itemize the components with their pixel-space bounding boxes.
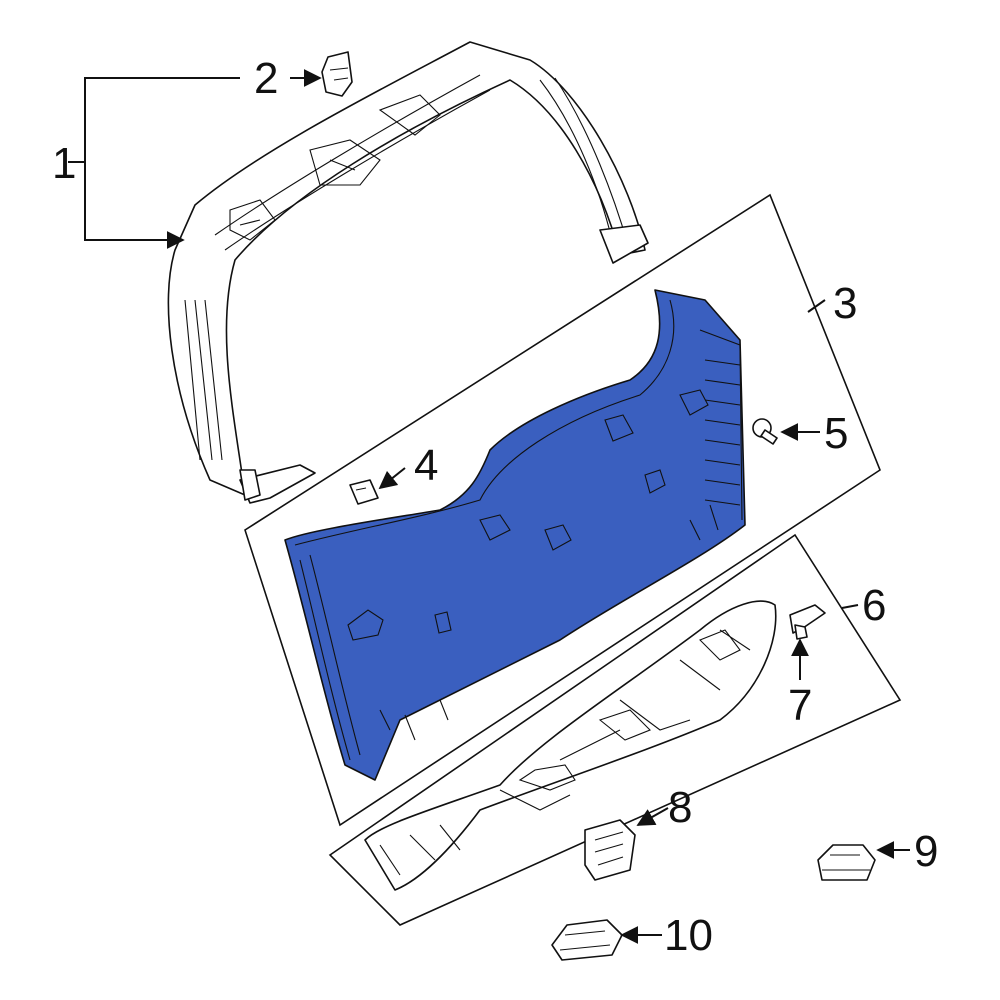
callout-labels: 1 2 3 4 5 6 7 8 9 10 bbox=[52, 54, 938, 960]
part-6-box bbox=[328, 533, 902, 926]
callout-7: 7 bbox=[788, 681, 812, 730]
part-1-upper-trim-frame bbox=[167, 41, 649, 504]
part-3-lower-trim-panel bbox=[284, 289, 746, 781]
callout-2: 2 bbox=[254, 54, 278, 103]
part-3-box bbox=[244, 193, 881, 827]
leader-4 bbox=[378, 467, 406, 490]
callout-8: 8 bbox=[668, 783, 692, 832]
leader-6 bbox=[841, 604, 859, 609]
callout-9: 9 bbox=[914, 827, 938, 876]
part-5-push-pin bbox=[752, 418, 778, 445]
part-9-lamp-housing bbox=[817, 844, 876, 881]
part-7-clip bbox=[789, 604, 826, 640]
callout-5: 5 bbox=[824, 409, 848, 458]
leader-3 bbox=[807, 299, 826, 313]
callout-6: 6 bbox=[862, 581, 886, 630]
callout-10: 10 bbox=[664, 911, 713, 960]
callout-1: 1 bbox=[52, 139, 76, 188]
part-10-lamp-housing bbox=[551, 919, 623, 961]
callout-4: 4 bbox=[414, 441, 438, 490]
bracket-1 bbox=[84, 77, 240, 249]
panel-shape bbox=[284, 289, 746, 781]
part-6-lower-garnish bbox=[364, 600, 777, 891]
part-8-lamp bbox=[584, 819, 636, 881]
leader-8 bbox=[636, 807, 669, 826]
leader-lines bbox=[68, 69, 910, 944]
part-4-clip bbox=[349, 479, 379, 505]
callout-3: 3 bbox=[833, 279, 857, 328]
part-2-clip bbox=[321, 51, 353, 97]
